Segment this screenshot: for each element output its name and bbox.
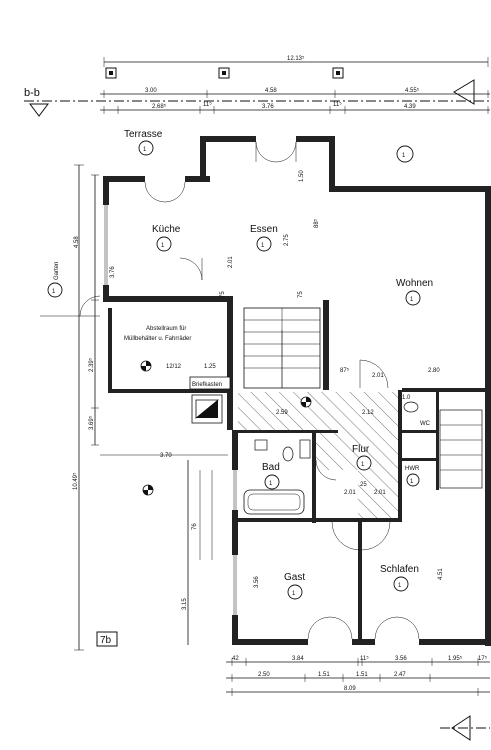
dim-bottom-r2-3: 1.51 [356, 672, 368, 678]
dim-inner-20: 76 [192, 523, 198, 530]
sheet-tag-text: 7b [100, 635, 112, 646]
section-marker: b-b [24, 79, 490, 741]
dim-inner-3: 88⁵ [313, 218, 320, 228]
room-hwr-number: 1 [410, 479, 414, 485]
room-wc-name: WC [420, 421, 431, 427]
bottom-dimensions: 42 3.84 11⁵ 3.56 1.95⁵ 17⁵ 2.50 1.51 1.5… [226, 655, 490, 696]
garden-number: 1 [52, 289, 56, 295]
staircase [243, 307, 483, 489]
storage-line2: Müllbehälter u. Fahrräder [124, 336, 191, 342]
dim-bottom-2: 11⁵ [360, 655, 369, 662]
dim-top-2: 4.58 [265, 88, 277, 94]
dim-inner-13: 2.01 [372, 373, 384, 379]
room-bad-number: 1 [269, 481, 273, 487]
room-essen-name: Essen [250, 224, 278, 235]
openings [103, 136, 420, 645]
room-flur-number: 1 [361, 462, 365, 468]
dim-inner-14: 1.0 [402, 395, 411, 401]
dim-inner-6: 75 [298, 291, 304, 298]
room-terrasse-number: 1 [143, 147, 147, 153]
dim-inner-18: 2.01 [344, 490, 356, 496]
dim-inner-9: 2.59 [276, 410, 288, 416]
room-hwr-name: HWR [405, 466, 420, 472]
left-dimensions: 10.49⁵ 4.58 2.39⁵ 3.69⁵ 3.15 [72, 164, 213, 651]
storage-line1: Abstellraum für [146, 326, 186, 332]
dim-bottom-misc-1: 42 [232, 656, 239, 662]
room-gast-name: Gast [284, 572, 305, 583]
dim-bottom-r2-2: 1.51 [318, 672, 330, 678]
dim-top-r2-2: 3.76 [262, 104, 274, 110]
dim-inner-12: 87⁵ [340, 367, 350, 374]
dim-inner-7: 1.25 [204, 364, 216, 370]
room-kueche-name: Küche [152, 224, 181, 235]
dim-inner-1: 1.50 [299, 170, 305, 182]
dim-top-r2-3: 4.39 [404, 104, 416, 110]
room-terrasse-name: Terrasse [124, 129, 163, 140]
dim-bottom-4: 1.95⁵ [448, 655, 463, 662]
building-walls [103, 136, 491, 646]
dim-inner-0: 3.76 [110, 266, 116, 278]
garden-name: Garten [54, 262, 60, 280]
outdoor-number: 1 [402, 153, 406, 159]
hallway-hatch [238, 392, 398, 518]
dim-bottom-3: 3.56 [395, 656, 407, 662]
dim-left-1: 4.58 [74, 236, 80, 248]
room-wohnen-name: Wohnen [396, 278, 433, 289]
dim-top-3: 4.55⁵ [405, 87, 420, 94]
garden-label: Garten 1 [40, 262, 101, 317]
dim-top-r2-s1: 11⁵ [203, 101, 212, 108]
room-essen-number: 1 [261, 243, 265, 249]
fixtures [140, 360, 419, 515]
dim-top-total: 12.13⁵ [287, 55, 305, 62]
dim-inner-19: 2.01 [374, 490, 386, 496]
top-dimensions: 12.13⁵ 3.00 4.58 4.55⁵ 2.68⁵ 3.76 4.39 1… [100, 55, 490, 114]
dim-left-total: 10.49⁵ [72, 472, 79, 490]
dim-top-1: 3.00 [145, 88, 157, 94]
dim-inner-5: 75 [220, 291, 226, 298]
dim-inner-8: 12/12 [166, 364, 182, 370]
dim-top-r2-1: 2.68⁵ [152, 103, 167, 110]
dim-inner-4: 2.01 [228, 256, 234, 268]
dim-bottom-r2-1: 2.50 [258, 672, 270, 678]
room-kueche-number: 1 [161, 243, 165, 249]
dim-left-2: 2.39⁵ [88, 357, 95, 372]
dim-inner-11: 2.80 [428, 368, 440, 374]
dim-left-4: 3.15 [182, 598, 188, 610]
room-wohnen-number: 1 [410, 297, 414, 303]
dim-top-r2-s2: 11⁵ [333, 101, 342, 108]
room-flur-name: Flur [352, 444, 370, 455]
dim-bottom-1: 3.84 [292, 656, 304, 662]
dim-inner-15: 3.56 [254, 576, 260, 588]
dim-inner-2: 2.75 [284, 234, 290, 246]
room-schlafen-name: Schlafen [380, 564, 419, 575]
dim-bottom-misc-2: 17⁵ [478, 655, 488, 662]
mailbox-label: Briefkasten [192, 382, 222, 388]
room-labels: Terrasse 1 Küche 1 Essen 1 1 Wohnen 1 Fl… [124, 129, 433, 600]
dim-inner-10: 2.12 [362, 410, 374, 416]
section-label: b-b [24, 87, 40, 99]
room-gast-number: 1 [292, 591, 296, 597]
room-bad-name: Bad [262, 462, 280, 473]
dim-inner-21: 25 [360, 482, 367, 488]
dim-left-3: 3.69⁵ [88, 415, 95, 430]
dim-inner-17: 3.70 [160, 453, 172, 459]
dim-bottom-r2-4: 2.47 [394, 672, 406, 678]
sheet-tag: 7b [96, 631, 118, 647]
dim-inner-16: 4.51 [438, 568, 444, 580]
inner-dimensions: 3.76 1.50 2.75 88⁵ 2.01 75 75 1.25 12/12… [100, 170, 444, 588]
room-schlafen-number: 1 [398, 583, 402, 589]
dim-bottom-total: 8.09 [344, 686, 356, 692]
